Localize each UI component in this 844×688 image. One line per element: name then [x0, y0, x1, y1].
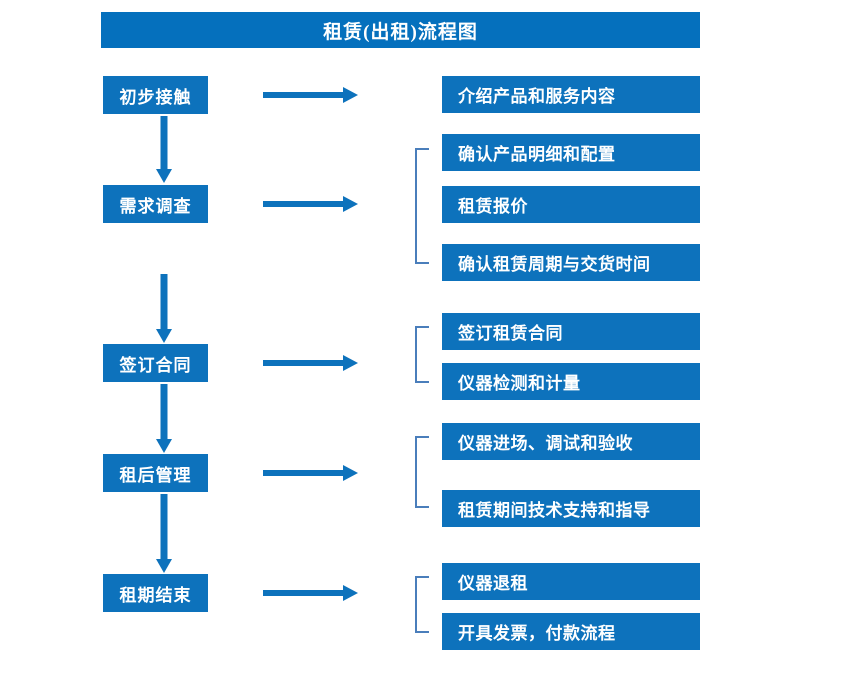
- detail-box-确认产品明细和配置[interactable]: 确认产品明细和配置: [442, 134, 700, 171]
- diagram-title: 租赁(出租)流程图: [101, 12, 700, 48]
- group-bracket-icon-aftercare: [415, 436, 429, 508]
- detail-box-租赁期间技术支持和指导[interactable]: 租赁期间技术支持和指导: [442, 490, 700, 527]
- arrow-down-icon-1: [156, 116, 172, 183]
- stage-box-需求调查[interactable]: 需求调查: [103, 185, 208, 223]
- arrow-right-icon-5: [263, 585, 358, 601]
- detail-box-确认租赁周期与交货时间[interactable]: 确认租赁周期与交货时间: [442, 244, 700, 281]
- detail-box-仪器检测和计量[interactable]: 仪器检测和计量: [442, 363, 700, 400]
- detail-box-开具发票付款流程[interactable]: 开具发票，付款流程: [442, 613, 700, 650]
- arrow-down-icon-4: [156, 494, 172, 573]
- group-bracket-icon-needs: [415, 148, 429, 264]
- detail-box-签订租赁合同[interactable]: 签订租赁合同: [442, 313, 700, 350]
- stage-box-租后管理[interactable]: 租后管理: [103, 454, 208, 492]
- stage-box-租期结束[interactable]: 租期结束: [103, 574, 208, 612]
- arrow-right-icon-1: [263, 87, 358, 103]
- group-bracket-icon-end: [415, 576, 429, 633]
- stage-box-签订合同[interactable]: 签订合同: [103, 344, 208, 382]
- arrow-down-icon-2: [156, 274, 172, 343]
- arrow-right-icon-3: [263, 355, 358, 371]
- arrow-right-icon-2: [263, 196, 358, 212]
- detail-box-仪器进场调试和验收[interactable]: 仪器进场、调试和验收: [442, 423, 700, 460]
- detail-box-介绍产品和服务内容[interactable]: 介绍产品和服务内容: [442, 76, 700, 113]
- detail-box-租赁报价[interactable]: 租赁报价: [442, 186, 700, 223]
- detail-box-仪器退租[interactable]: 仪器退租: [442, 563, 700, 600]
- arrow-right-icon-4: [263, 465, 358, 481]
- stage-box-初步接触[interactable]: 初步接触: [103, 76, 208, 114]
- arrow-down-icon-3: [156, 384, 172, 453]
- group-bracket-icon-contract: [415, 326, 429, 383]
